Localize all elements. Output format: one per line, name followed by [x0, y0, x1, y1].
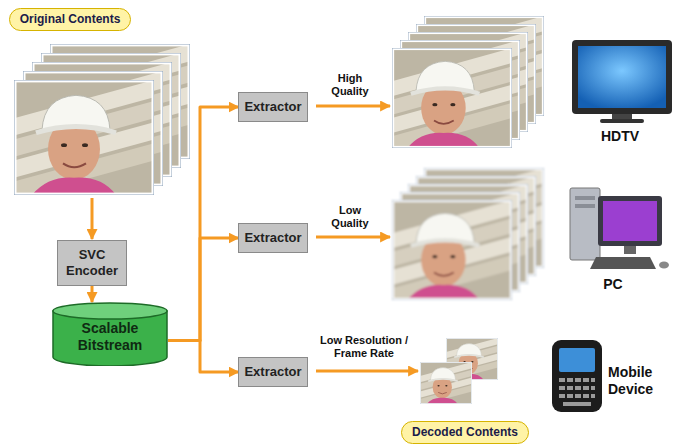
video-frame — [392, 200, 512, 303]
phone-key — [591, 378, 595, 382]
video-frame — [14, 80, 154, 199]
caption-pill: Decoded Contents — [401, 421, 529, 444]
flow-arrow — [316, 370, 418, 373]
node-text: SVC Encoder — [63, 247, 121, 279]
phone-key — [591, 394, 595, 398]
node-text: Extractor — [244, 99, 301, 115]
keyboard — [590, 257, 656, 269]
flow-connector — [168, 340, 238, 372]
monitor-screen — [603, 201, 657, 241]
node-text: Extractor — [244, 230, 301, 246]
device-label: HDTV — [601, 128, 639, 145]
phone-key — [591, 386, 595, 390]
phone-key — [575, 378, 581, 382]
phone-key — [559, 394, 565, 398]
flow-arrow — [316, 236, 390, 239]
hdtv-icon — [572, 40, 672, 123]
mobile-icon — [552, 340, 602, 412]
mouse — [659, 262, 669, 269]
quality-label: Low Quality — [319, 204, 381, 230]
phone-key — [567, 378, 573, 382]
phone-key — [583, 386, 589, 390]
phone-key — [559, 386, 565, 390]
video-frame — [420, 362, 472, 405]
video-frame — [392, 48, 512, 151]
encoder-box: SVC Encoder — [57, 240, 127, 286]
phone-key — [563, 402, 591, 406]
tv-screen — [578, 46, 666, 108]
extractor-box: Extractor — [238, 357, 307, 387]
node-text: Scalable Bitstream — [58, 320, 162, 354]
device-label: Mobile Device — [608, 364, 672, 398]
extractor-box: Extractor — [238, 223, 307, 253]
extractor-box: Extractor — [238, 92, 307, 122]
original-frames — [14, 44, 190, 199]
node-text: Extractor — [244, 364, 301, 380]
node-text: Original Contents — [20, 12, 121, 27]
flow-connector — [168, 107, 238, 340]
flow-connector — [168, 238, 238, 340]
monitor-body — [598, 196, 662, 246]
low-resolution-frames — [420, 338, 498, 405]
device-label: PC — [603, 276, 622, 293]
pc-icon — [570, 188, 669, 269]
drive-slot — [575, 196, 595, 200]
phone-keys — [559, 378, 595, 406]
tv-body — [572, 40, 672, 114]
low-quality-frames — [392, 168, 544, 303]
tv-base — [600, 119, 644, 123]
quality-label: Low Resolution / Frame Rate — [312, 334, 416, 360]
phone-key — [583, 378, 589, 382]
drive-slot — [575, 204, 595, 208]
phone-key — [575, 386, 581, 390]
high-quality-frames — [392, 16, 544, 151]
phone-key — [583, 394, 589, 398]
phone-body — [552, 340, 602, 412]
flow-arrow — [316, 105, 390, 108]
monitor-stand — [624, 246, 636, 254]
quality-label: High Quality — [319, 72, 381, 98]
flow-arrow — [91, 198, 94, 239]
phone-key — [567, 386, 573, 390]
pc-tower — [570, 188, 600, 260]
phone-key — [575, 394, 581, 398]
heading-pill: Original Contents — [9, 8, 132, 31]
phone-key — [567, 394, 573, 398]
flow-connector — [91, 286, 94, 302]
phone-screen — [559, 348, 595, 372]
node-text: Decoded Contents — [412, 425, 518, 440]
cylinder-top — [53, 303, 167, 319]
bitstream-cylinder: Scalable Bitstream — [52, 302, 168, 366]
phone-key — [559, 378, 565, 382]
